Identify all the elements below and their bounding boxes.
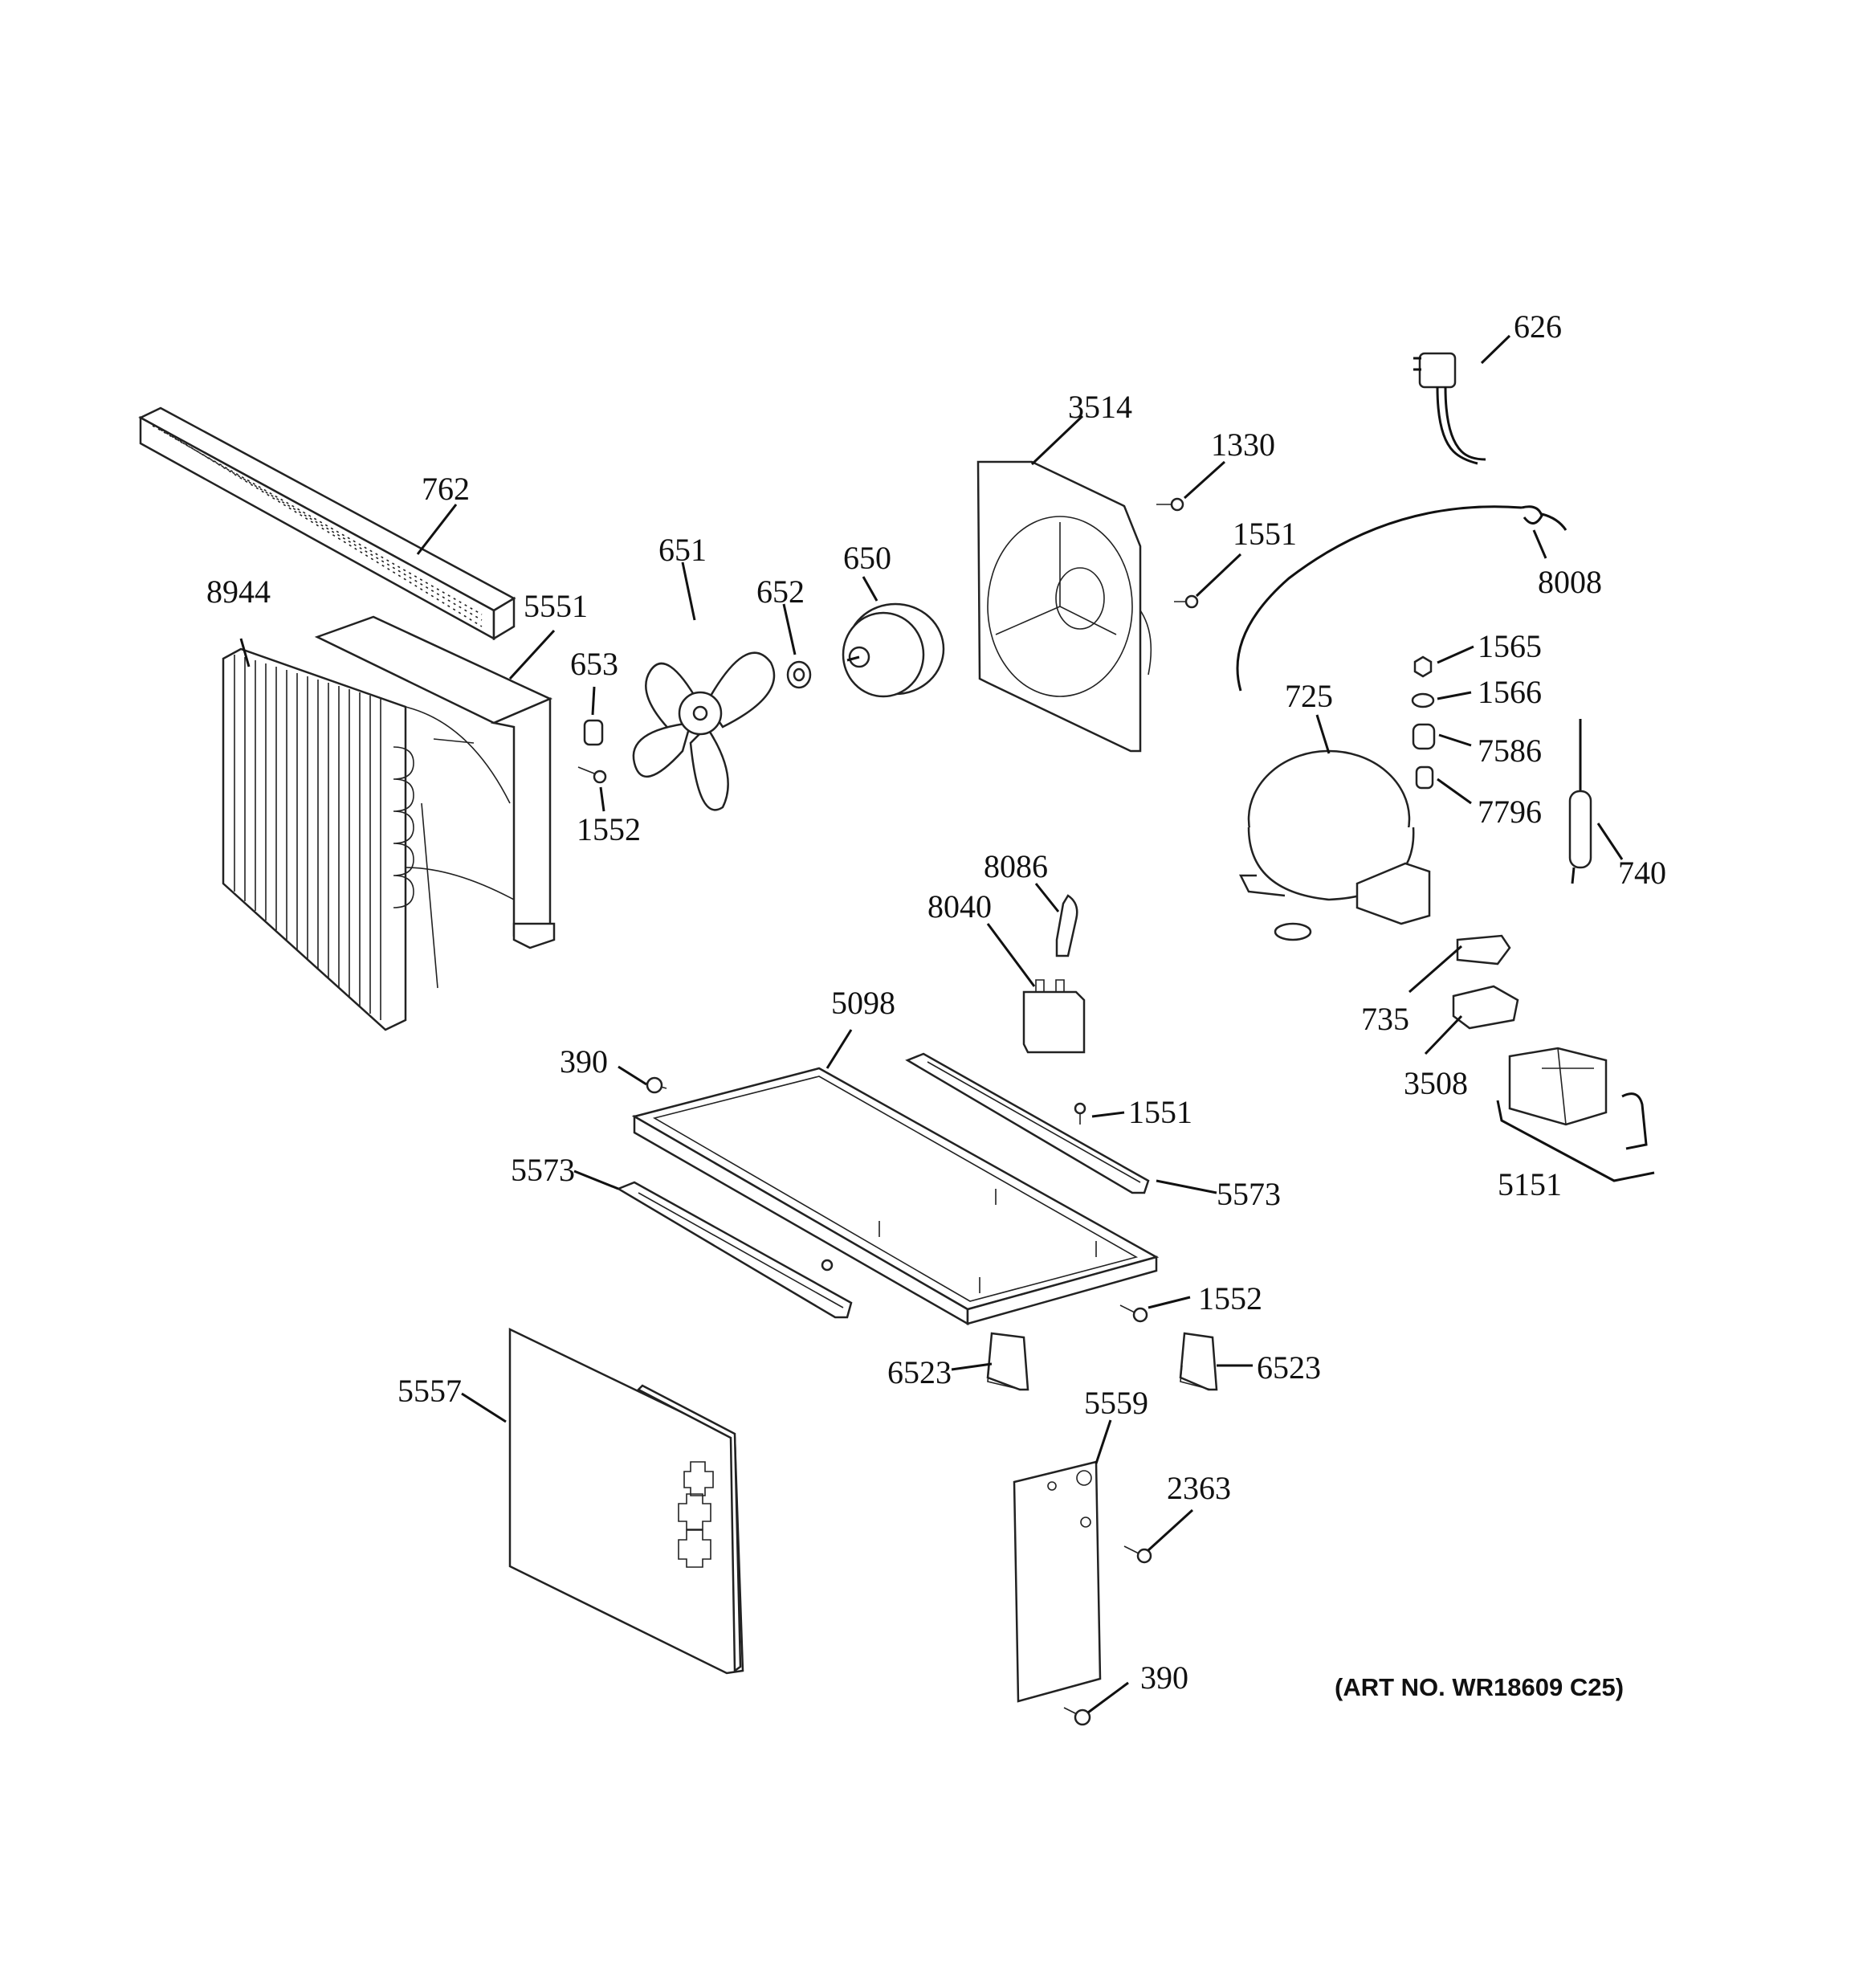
part-1566-washer (1411, 692, 1435, 708)
callout-8086: 8086 (984, 848, 1048, 884)
callout-1551-lower: 1551 (1128, 1094, 1192, 1130)
callout-6523-right: 6523 (1257, 1349, 1321, 1386)
callout-653: 653 (570, 646, 618, 682)
part-8008-wire-harness (1236, 505, 1567, 692)
callout-2363: 2363 (1167, 1470, 1231, 1506)
part-725-compressor (1238, 749, 1431, 941)
part-7796-sleeve (1415, 765, 1434, 790)
part-1551-screw-upper (1174, 594, 1199, 609)
callout-8008: 8008 (1538, 564, 1602, 600)
part-652-washer (786, 660, 812, 689)
part-8040-relay (1022, 979, 1086, 1054)
callout-652: 652 (756, 574, 805, 610)
callout-5098: 5098 (831, 985, 895, 1021)
part-1552-screw-upper (577, 766, 607, 784)
part-5551-shroud (314, 615, 556, 949)
callout-626: 626 (1514, 308, 1562, 345)
callout-390-lower: 390 (1140, 1659, 1188, 1696)
callout-5557: 5557 (397, 1373, 462, 1409)
leader-lines (239, 334, 1624, 1714)
callout-8040: 8040 (927, 888, 992, 925)
part-5573-rail-right (905, 1052, 1150, 1194)
part-6523-bracket-left (986, 1332, 1029, 1391)
part-1552-screw-lower (1119, 1304, 1148, 1323)
part-740-dryer (1568, 719, 1592, 884)
part-3514-fan-bracket (976, 460, 1152, 753)
part-6523-bracket-right (1179, 1332, 1218, 1391)
part-650-fan-motor (842, 602, 945, 698)
part-5098-base-pan (631, 1067, 1160, 1326)
callout-725: 725 (1285, 678, 1333, 714)
callout-1566: 1566 (1478, 674, 1542, 710)
part-5559-mounting-plate (1013, 1460, 1102, 1703)
callout-651: 651 (658, 532, 707, 568)
callout-5551: 5551 (524, 588, 588, 624)
part-8944-condenser (222, 647, 475, 1031)
part-390-screw-upper (646, 1076, 667, 1094)
part-5151-terminal-cover (1496, 1047, 1655, 1182)
callout-1552-upper: 1552 (577, 811, 641, 847)
callout-7586: 7586 (1478, 733, 1542, 769)
callout-3514: 3514 (1068, 389, 1132, 425)
callout-650: 650 (843, 540, 891, 576)
callout-5573-right: 5573 (1217, 1176, 1281, 1212)
art-number-label: (ART NO. WR18609 C25) (1335, 1673, 1624, 1701)
part-390-screw-lower (1063, 1707, 1091, 1726)
part-626-power-cord (1413, 352, 1486, 465)
part-762-foam-strip (138, 406, 516, 641)
callout-1565: 1565 (1478, 628, 1542, 664)
callout-5573-left: 5573 (511, 1152, 575, 1188)
part-5557-access-panel (508, 1328, 744, 1675)
callout-1551-upper: 1551 (1233, 516, 1297, 552)
callout-762: 762 (422, 471, 470, 507)
part-651-fan-blade (632, 651, 776, 811)
callout-740: 740 (1618, 855, 1666, 891)
part-3508-start-relay (1452, 985, 1519, 1030)
callout-390-upper: 390 (560, 1043, 608, 1080)
callout-735: 735 (1361, 1001, 1409, 1037)
part-2363-screw (1123, 1545, 1152, 1564)
part-1551-screw-lower (1074, 1102, 1086, 1125)
callout-1552-lower: 1552 (1198, 1280, 1262, 1316)
part-5573-rail-left (616, 1181, 853, 1319)
callout-8944: 8944 (206, 574, 271, 610)
part-735-overload (1456, 934, 1511, 965)
callout-5151: 5151 (1498, 1166, 1562, 1202)
callout-labels: 626 3514 1330 1551 8008 762 651 650 652 … (206, 308, 1666, 1696)
callout-5559: 5559 (1084, 1385, 1148, 1421)
part-8086-clip (1055, 894, 1078, 957)
part-1330-screw (1156, 497, 1184, 512)
part-653-grommet (583, 719, 604, 746)
callout-1330: 1330 (1211, 427, 1275, 463)
callout-3508: 3508 (1404, 1065, 1468, 1101)
part-1565-nut (1413, 655, 1433, 678)
part-7586-grommet (1412, 723, 1436, 750)
callout-6523-left: 6523 (887, 1354, 952, 1390)
callout-7796: 7796 (1478, 794, 1542, 830)
